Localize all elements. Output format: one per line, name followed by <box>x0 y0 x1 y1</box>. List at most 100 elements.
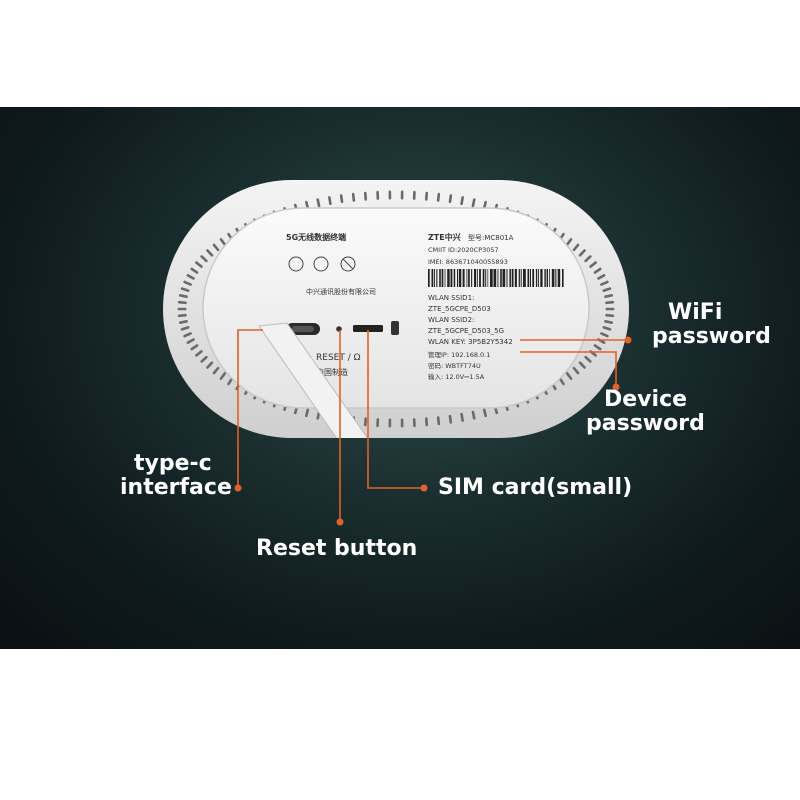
barcode-bar <box>479 269 481 287</box>
barcode-bar <box>453 269 456 287</box>
vent-slot <box>219 238 227 246</box>
barcode-bar <box>441 269 444 287</box>
inner-panel <box>202 207 590 409</box>
vent-slot <box>400 418 404 428</box>
vent-slot <box>602 287 612 292</box>
label-ssid1-value: ZTE_5GCPE_D503 <box>428 305 491 313</box>
vent-slot <box>388 418 392 428</box>
vent-slot <box>600 280 609 286</box>
label-cmiit: CMIIT ID:2020CP3057 <box>428 246 499 254</box>
barcode-bar <box>434 269 435 287</box>
cert-icons <box>288 256 356 272</box>
label-brand: ZTE中兴 <box>428 232 461 242</box>
vent-slot <box>605 307 615 311</box>
label-reset: RESET / Ω <box>316 353 361 363</box>
barcode-bar <box>538 269 539 287</box>
router-illustration: 5G无线数据终端 中兴通讯股份有限公司 ZTE中兴 型号:MC801A CMII… <box>163 180 629 438</box>
vent-slot <box>436 416 441 426</box>
label-model-no: 型号:MC801A <box>468 233 514 242</box>
barcode-bar <box>527 269 530 287</box>
vent-slot <box>448 194 453 204</box>
type-c-label: type-c interface <box>120 452 232 500</box>
label-power-input: 输入: 12.0V⎓1.5A <box>428 372 485 381</box>
vent-slot <box>412 190 416 200</box>
type-c-label-line2: interface <box>120 475 232 500</box>
vent-slot <box>471 410 476 420</box>
barcode-bar <box>535 269 538 287</box>
vent-slot <box>460 412 464 422</box>
vent-slot <box>351 192 356 202</box>
barcode-bar <box>466 269 468 287</box>
vent-slot <box>376 418 380 428</box>
barcode-bar <box>497 269 499 287</box>
reset-button-label: Reset button <box>256 536 418 561</box>
barcode-bar <box>562 269 564 287</box>
vent-slot <box>572 243 580 252</box>
barcode-bar <box>551 269 555 287</box>
vent-slot <box>177 313 187 318</box>
vent-slot <box>177 300 187 305</box>
barcode-bar <box>439 269 441 287</box>
vent-slot <box>183 280 192 286</box>
barcode-bar <box>529 269 531 287</box>
vent-slot <box>448 414 453 424</box>
barcode-bar <box>476 269 478 287</box>
vent-slot <box>412 418 416 428</box>
router-back-panel: 5G无线数据终端 中兴通讯股份有限公司 ZTE中兴 型号:MC801A CMII… <box>163 180 629 438</box>
device-password-label: Device password <box>586 388 705 436</box>
vent-slot <box>183 332 192 338</box>
label-company: 中兴通讯股份有限公司 <box>306 287 376 296</box>
barcode-bar <box>509 269 511 287</box>
vent-slot <box>328 196 332 206</box>
vent-slot <box>602 326 612 331</box>
vent-slot <box>206 361 214 369</box>
wifi-label-line1: WiFi <box>668 300 723 325</box>
vent-slot <box>200 255 208 263</box>
sim-card-label: SIM card(small) <box>438 475 633 500</box>
barcode-bar <box>468 269 470 287</box>
device-label-line1: Device <box>604 387 688 412</box>
barcode-bar <box>549 269 550 287</box>
barcode-bar <box>506 269 508 287</box>
barcode-bar <box>557 269 561 287</box>
barcode-bar <box>520 269 522 287</box>
vent-slot <box>565 238 573 246</box>
vent-slot <box>177 307 187 311</box>
wifi-password-label: WiFi password <box>652 301 771 349</box>
vent-slot <box>190 267 199 274</box>
vent-slot <box>604 320 614 324</box>
vent-slot <box>400 190 404 200</box>
vent-slot <box>339 194 344 204</box>
vent-slot <box>471 198 476 208</box>
label-ssid2: WLAN SSID2: <box>428 316 474 324</box>
reset-hole[interactable] <box>336 326 342 332</box>
barcode-bar <box>511 269 514 287</box>
device-label-line2: password <box>586 411 705 436</box>
vent-slot <box>376 190 380 200</box>
vent-slot <box>206 249 214 257</box>
vent-slot <box>180 326 190 331</box>
vent-slot <box>605 313 615 318</box>
label-ssid2-value: ZTE_5GCPE_D503_5G <box>428 327 504 335</box>
vent-slot <box>195 350 203 357</box>
barcode-bar <box>500 269 502 287</box>
vent-slot <box>584 255 592 263</box>
barcode-bar <box>518 269 520 287</box>
vent-slot <box>597 274 606 280</box>
wifi-label-line2: password <box>652 324 771 349</box>
barcode-bar <box>471 269 473 287</box>
barcode-bar <box>428 269 430 287</box>
vent-slot <box>482 408 487 418</box>
barcode-bar <box>555 269 557 287</box>
label-admin-password: 密码: WBTFT74U <box>428 361 481 370</box>
vent-slot <box>363 191 368 201</box>
vent-slot <box>178 320 188 324</box>
vent-slot <box>593 267 602 274</box>
power-port[interactable] <box>391 321 399 335</box>
barcode-bar <box>474 269 477 287</box>
barcode-bar <box>490 269 493 287</box>
sim-slot[interactable] <box>353 325 383 332</box>
barcode-bar <box>523 269 526 287</box>
barcode-bar <box>444 269 446 287</box>
vent-slot <box>593 344 602 351</box>
